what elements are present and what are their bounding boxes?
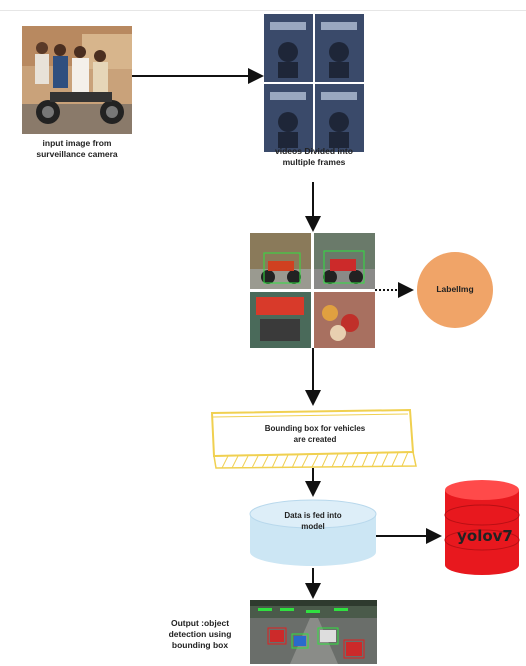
input-image [22, 26, 132, 134]
data-label: Data is fed into model [284, 511, 342, 531]
yolo-label: yolov7 [457, 527, 513, 545]
frames-image [264, 14, 364, 152]
input-label-text: input image from surveillance camera [36, 138, 118, 159]
data-cylinder [249, 499, 377, 566]
yolo-cylinder [444, 480, 520, 575]
output-image [250, 600, 377, 664]
labelimg-label: LabelImg [436, 284, 474, 294]
frames-label-text: videos Divided into multiple frames [275, 146, 353, 167]
labeled-images [250, 233, 375, 348]
frames-label: videos Divided into multiple frames [246, 146, 382, 168]
top-divider [0, 10, 526, 11]
bbox-label: Bounding box for vehicles are created [264, 424, 366, 444]
output-label: Output :object detection using bounding … [152, 618, 248, 651]
labelimg-circle [417, 252, 493, 328]
output-label-text: Output :object detection using bounding … [168, 618, 232, 650]
bbox-step-box [210, 408, 417, 469]
input-label: input image from surveillance camera [18, 138, 136, 160]
